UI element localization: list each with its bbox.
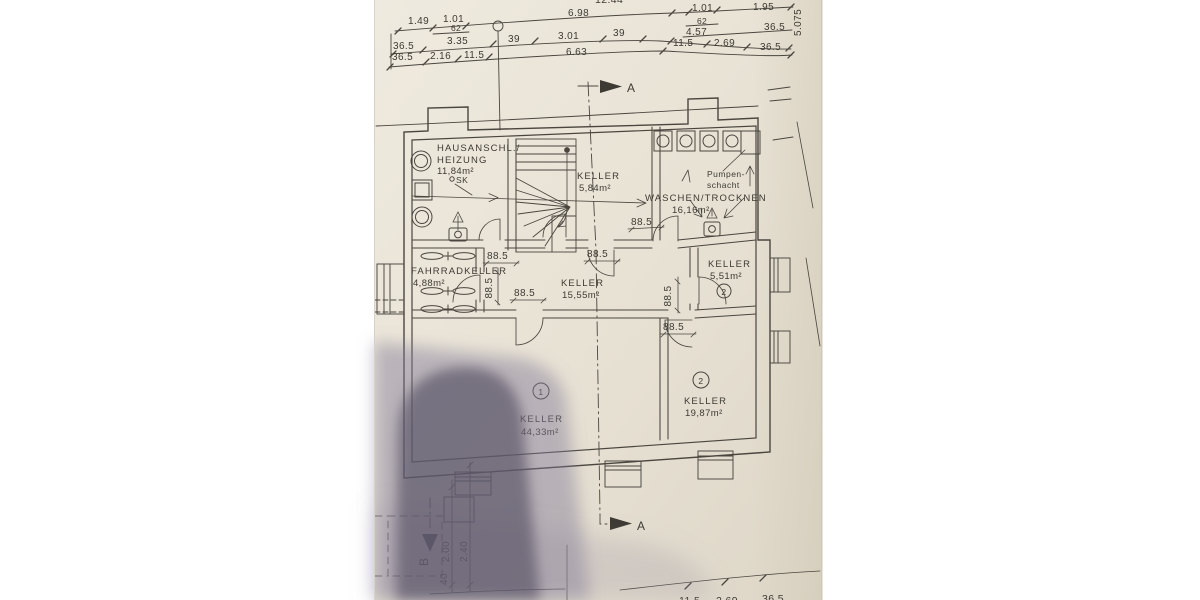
room-keller-flur-name: KELLER bbox=[561, 278, 604, 289]
unit-2-label: 2 bbox=[698, 376, 703, 386]
dim-365-r3: 36.5 bbox=[392, 52, 413, 63]
dim-663: 6.63 bbox=[566, 47, 587, 58]
dim-885-c: 88.5 bbox=[484, 277, 495, 298]
pump-shaft-box bbox=[740, 130, 761, 155]
dimension-ticks bbox=[386, 3, 795, 590]
room-keller-treppe-area: 5,84m² bbox=[579, 183, 611, 194]
room-fahrrad-area: 4,88m² bbox=[413, 278, 445, 289]
paper-right-edge bbox=[821, 0, 823, 600]
dim-885-e: 88.5 bbox=[663, 285, 674, 306]
unit-2b-label: 2 bbox=[721, 287, 726, 297]
shadow-dark-blob bbox=[396, 367, 540, 600]
dim-365-right-top: 36.5 bbox=[764, 22, 785, 33]
dim-885-d: 88.5 bbox=[514, 288, 535, 299]
section-line-a bbox=[577, 80, 632, 530]
windows bbox=[374, 257, 791, 523]
dim-301: 3.01 bbox=[558, 31, 579, 42]
dim-62-right: 62 bbox=[697, 16, 707, 26]
dim-39a: 39 bbox=[508, 34, 520, 45]
room-hausanschluss-line2: HEIZUNG bbox=[437, 155, 487, 166]
dim-5075-rotated: 5.075 bbox=[793, 9, 804, 36]
dim-698: 6.98 bbox=[568, 8, 589, 19]
plan-labels: 12.44 1.49 1.01 6.98 1.01 1.95 62 62 4.5… bbox=[392, 0, 804, 600]
leader-line-right-1 bbox=[796, 121, 814, 209]
paper-edge-vignette bbox=[750, 0, 822, 600]
sk-label: SK bbox=[456, 175, 468, 185]
bicycle-symbols bbox=[420, 251, 476, 314]
dim-101-left: 1.01 bbox=[443, 14, 464, 25]
dim-top-total: 12.44 bbox=[595, 0, 623, 6]
room-waschen-name: WASCHEN/TROCKNEN bbox=[645, 193, 767, 204]
laundry-equipment bbox=[653, 130, 761, 237]
room-keller-flur-area: 15,55m² bbox=[562, 290, 600, 301]
dim-885-a: 88.5 bbox=[487, 251, 508, 262]
dim-115-left: 11.5 bbox=[464, 50, 484, 61]
room-hausanschluss-line1: HAUSANSCHL./ bbox=[437, 143, 520, 154]
door-dimension-lines bbox=[482, 224, 697, 338]
room-fahrrad-name: FAHRRADKELLER bbox=[411, 266, 507, 277]
dim-885-b: 88.5 bbox=[587, 249, 608, 260]
dim-885-f: 88.5 bbox=[663, 322, 684, 333]
heating-equipment bbox=[410, 150, 647, 242]
dim-149: 1.49 bbox=[408, 16, 429, 27]
dim-101-right: 1.01 bbox=[692, 3, 713, 14]
dim-269: 2.69 bbox=[714, 38, 735, 49]
dim-bottom-365: 36.5 bbox=[762, 593, 784, 600]
top-dimension-lines bbox=[386, 3, 795, 590]
inner-wall bbox=[411, 125, 757, 463]
door-swings bbox=[452, 213, 727, 348]
section-a-top-label: A bbox=[627, 81, 636, 95]
staircase bbox=[515, 138, 577, 253]
room-waschen-area: 16,16m² bbox=[672, 205, 710, 216]
room-keller1987-area: 19,87m² bbox=[685, 408, 723, 419]
dim-195: 1.95 bbox=[753, 2, 774, 13]
dim-62-left: 62 bbox=[451, 23, 461, 33]
outer-wall bbox=[403, 97, 771, 479]
section-a-bottom-label: A bbox=[637, 519, 646, 533]
room-keller1987-name: KELLER bbox=[684, 396, 727, 407]
dim-115-right: 11.5 bbox=[673, 38, 693, 49]
dim-365-r2b: 36.5 bbox=[760, 42, 781, 53]
dim-bottom-269: 2.69 bbox=[716, 595, 738, 600]
room-keller-treppe-name: KELLER bbox=[577, 171, 620, 182]
pumpenschacht-line1: Pumpen- bbox=[707, 169, 745, 179]
pumpenschacht-line2: schacht bbox=[707, 180, 740, 190]
dim-885-g: 88.5 bbox=[631, 217, 652, 228]
photo-shadow bbox=[374, 342, 718, 600]
dim-39b: 39 bbox=[613, 28, 625, 39]
room-hausanschluss-area: 11,84m² bbox=[437, 166, 474, 177]
dim-365-r2a: 36.5 bbox=[393, 41, 414, 52]
terrain-line bbox=[375, 105, 759, 127]
room-keller551-name: KELLER bbox=[708, 259, 751, 270]
dim-216: 2.16 bbox=[430, 51, 451, 62]
paper-left-edge bbox=[374, 0, 375, 600]
room-keller551-area: 5,51m² bbox=[710, 271, 742, 282]
dim-335: 3.35 bbox=[447, 36, 468, 47]
leader-line-right-2 bbox=[805, 257, 821, 347]
dim-457: 4.57 bbox=[686, 27, 707, 38]
